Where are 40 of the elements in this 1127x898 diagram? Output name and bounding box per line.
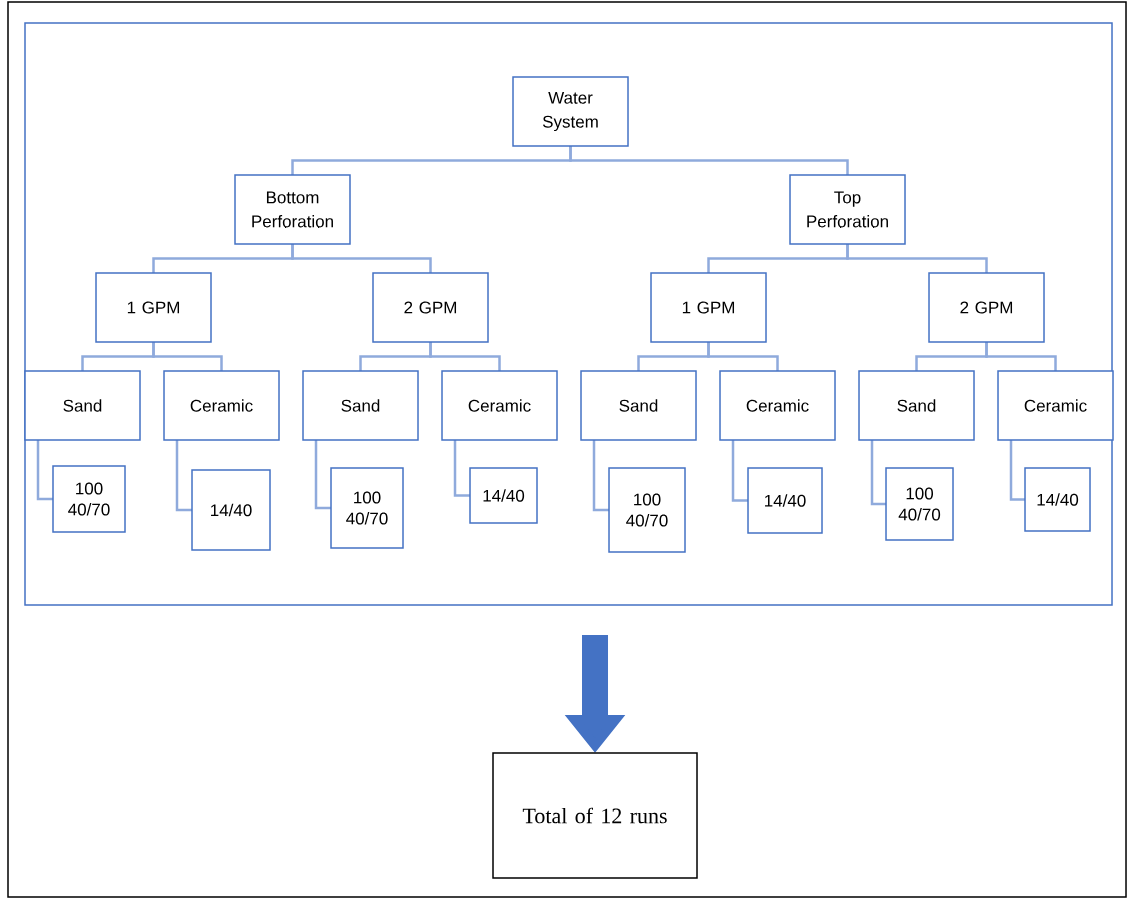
category-box: Ceramic	[441, 370, 558, 441]
connector-line	[731, 440, 748, 502]
category-box: Sand	[302, 370, 419, 441]
category-box: 100 40/70	[608, 467, 686, 553]
connector-line	[36, 440, 53, 501]
category-box: Ceramic	[163, 370, 280, 441]
connector-line	[870, 440, 886, 506]
connector-line	[291, 244, 432, 273]
category-box: Sand	[858, 370, 975, 441]
result-box: Total of 12 runs	[492, 752, 698, 879]
category-box: 100 40/70	[330, 467, 404, 549]
category-box: Water System	[512, 76, 629, 147]
connector-line	[569, 146, 849, 175]
connector-line	[846, 244, 988, 273]
category-box: 14/40	[747, 467, 823, 534]
category-box: 2 GPM	[928, 272, 1045, 343]
category-box: Ceramic	[719, 370, 836, 441]
category-box: 1 GPM	[95, 272, 212, 343]
connector-line	[707, 342, 779, 371]
panel-frame	[24, 22, 1113, 606]
connector-line	[1009, 440, 1025, 501]
category-box: Ceramic	[997, 370, 1114, 441]
category-box: 14/40	[1024, 467, 1091, 532]
category-box: 100 40/70	[52, 465, 126, 533]
connector-line	[985, 342, 1057, 371]
category-box: 2 GPM	[372, 272, 489, 343]
connector-line	[592, 440, 609, 512]
category-box: Sand	[580, 370, 697, 441]
connector-line	[314, 440, 331, 510]
category-box: Top Perforation	[789, 174, 906, 245]
category-box: 14/40	[191, 469, 271, 551]
category-box: Bottom Perforation	[234, 174, 351, 245]
category-box: Sand	[24, 370, 141, 441]
connector-line	[152, 342, 223, 371]
connector-line	[453, 440, 470, 497]
category-box: 14/40	[469, 467, 538, 524]
category-box: 100 40/70	[885, 467, 954, 541]
connector-line	[429, 342, 501, 371]
connector-line	[175, 440, 192, 512]
category-box: 1 GPM	[650, 272, 767, 343]
